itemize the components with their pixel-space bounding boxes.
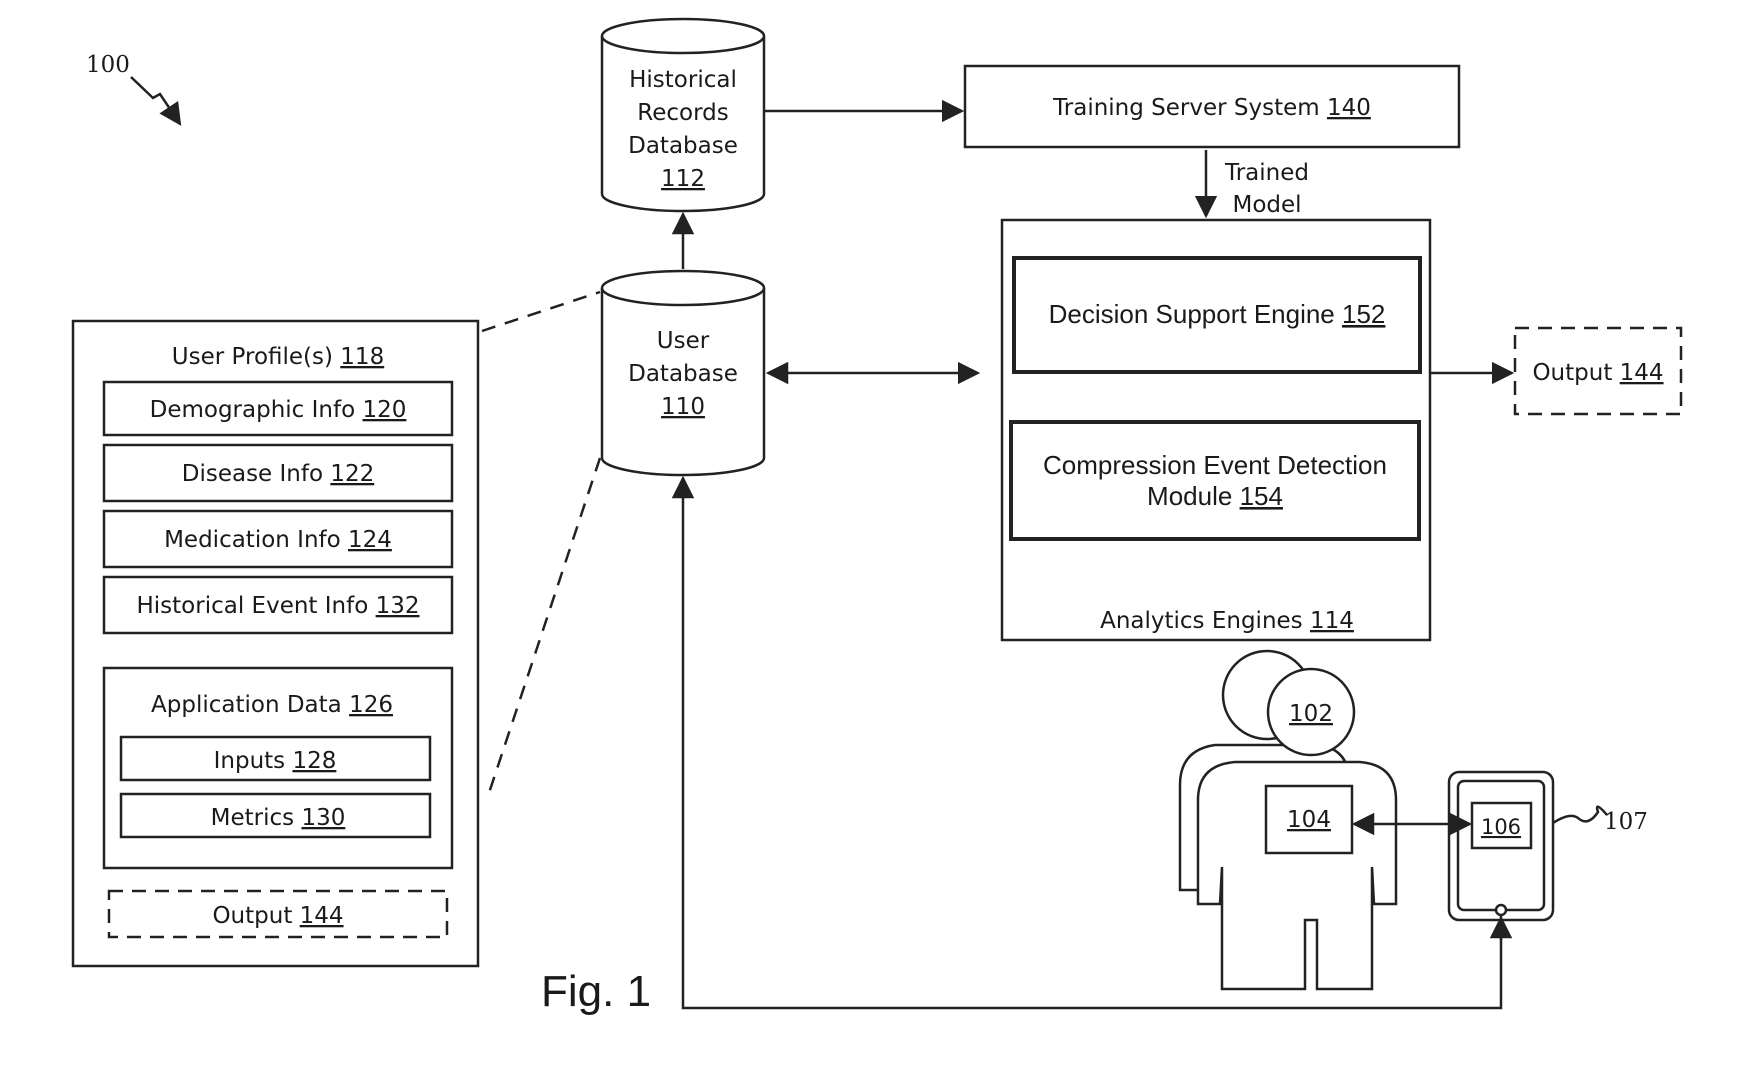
analytics-label: Analytics Engines bbox=[1100, 608, 1303, 634]
device-home-button bbox=[1496, 905, 1506, 915]
system-ref-label: 100 bbox=[86, 52, 130, 78]
trained-model-line-1: Trained bbox=[1224, 160, 1309, 186]
user-database: User Database 110 bbox=[602, 271, 764, 475]
metrics-label: Metrics bbox=[211, 805, 295, 831]
demographic-info-label: Demographic Info bbox=[150, 397, 356, 423]
application-data-label: Application Data bbox=[151, 692, 342, 718]
historical-records-database: Historical Records Database 112 bbox=[602, 19, 764, 211]
person-figures: 102 104 bbox=[1180, 651, 1396, 989]
metrics-text: Metrics 130 bbox=[211, 805, 346, 831]
training-server-text: Training Server System 140 bbox=[1052, 95, 1371, 121]
output-left-label: Output bbox=[212, 903, 292, 929]
user-db-line-2: Database bbox=[628, 361, 738, 387]
wearable-ref: 104 bbox=[1287, 807, 1331, 833]
system-ref-arrow bbox=[131, 77, 180, 124]
medication-info-text: Medication Info 124 bbox=[164, 527, 392, 553]
historical-event-info-ref: 132 bbox=[376, 593, 420, 619]
inputs-ref: 128 bbox=[292, 748, 336, 774]
connection-ref-leader bbox=[1553, 807, 1607, 823]
medication-info-ref: 124 bbox=[348, 527, 392, 553]
metrics-ref: 130 bbox=[301, 805, 345, 831]
compression-ref: 154 bbox=[1240, 481, 1283, 511]
historical-db-ref: 112 bbox=[661, 166, 705, 192]
compression-module-word: Module bbox=[1147, 481, 1232, 511]
user-profiles-title-label: User Profile(s) bbox=[172, 344, 333, 370]
user-profiles-title: User Profile(s) 118 bbox=[172, 344, 384, 370]
medication-info-label: Medication Info bbox=[164, 527, 341, 553]
training-server-label: Training Server System bbox=[1052, 95, 1320, 121]
training-server-system: Training Server System 140 bbox=[965, 66, 1459, 147]
user-profiles-panel: User Profile(s) 118 Demographic Info 120… bbox=[73, 321, 478, 966]
historical-event-info-label: Historical Event Info bbox=[137, 593, 369, 619]
output-left-ref: 144 bbox=[300, 903, 344, 929]
compression-line-2: Module 154 bbox=[1147, 481, 1283, 511]
output-right-ref: 144 bbox=[1620, 360, 1664, 386]
user-db-line-1: User bbox=[657, 328, 710, 354]
analytics-ref: 114 bbox=[1310, 608, 1354, 634]
device-ref: 106 bbox=[1481, 815, 1521, 839]
decision-support-label: Decision Support Engine bbox=[1049, 299, 1335, 329]
training-server-ref: 140 bbox=[1327, 95, 1371, 121]
analytics-engines: Decision Support Engine 152 Compression … bbox=[1002, 220, 1430, 640]
disease-info-ref: 122 bbox=[330, 461, 374, 487]
inputs-text: Inputs 128 bbox=[214, 748, 337, 774]
output-right: Output 144 bbox=[1515, 328, 1681, 414]
analytics-engines-caption: Analytics Engines 114 bbox=[1100, 608, 1354, 634]
disease-info-label: Disease Info bbox=[182, 461, 323, 487]
demographic-info-text: Demographic Info 120 bbox=[150, 397, 407, 423]
output-right-text: Output 144 bbox=[1532, 360, 1663, 386]
output-left-text: Output 144 bbox=[212, 903, 343, 929]
leader-line-top bbox=[482, 292, 600, 331]
application-data-ref: 126 bbox=[349, 692, 393, 718]
inputs-label: Inputs bbox=[214, 748, 286, 774]
historical-event-info-text: Historical Event Info 132 bbox=[137, 593, 420, 619]
compression-line-1: Compression Event Detection bbox=[1043, 450, 1387, 480]
historical-db-line-2: Records bbox=[637, 100, 728, 126]
application-data-text: Application Data 126 bbox=[151, 692, 393, 718]
person-ref: 102 bbox=[1289, 701, 1333, 727]
connection-ref: 107 bbox=[1604, 809, 1648, 835]
user-profiles-title-ref: 118 bbox=[340, 344, 384, 370]
decision-support-text: Decision Support Engine 152 bbox=[1049, 299, 1386, 329]
historical-db-line-1: Historical bbox=[629, 67, 737, 93]
output-right-label: Output bbox=[1532, 360, 1612, 386]
disease-info-text: Disease Info 122 bbox=[182, 461, 375, 487]
demographic-info-ref: 120 bbox=[362, 397, 406, 423]
historical-db-line-3: Database bbox=[628, 133, 738, 159]
trained-model-line-2: Model bbox=[1232, 192, 1301, 218]
decision-support-ref: 152 bbox=[1342, 299, 1385, 329]
user-db-ref: 110 bbox=[661, 394, 705, 420]
figure-label: Fig. 1 bbox=[541, 967, 651, 1016]
leader-line-bottom bbox=[488, 458, 600, 796]
mobile-device: 106 bbox=[1449, 772, 1553, 920]
